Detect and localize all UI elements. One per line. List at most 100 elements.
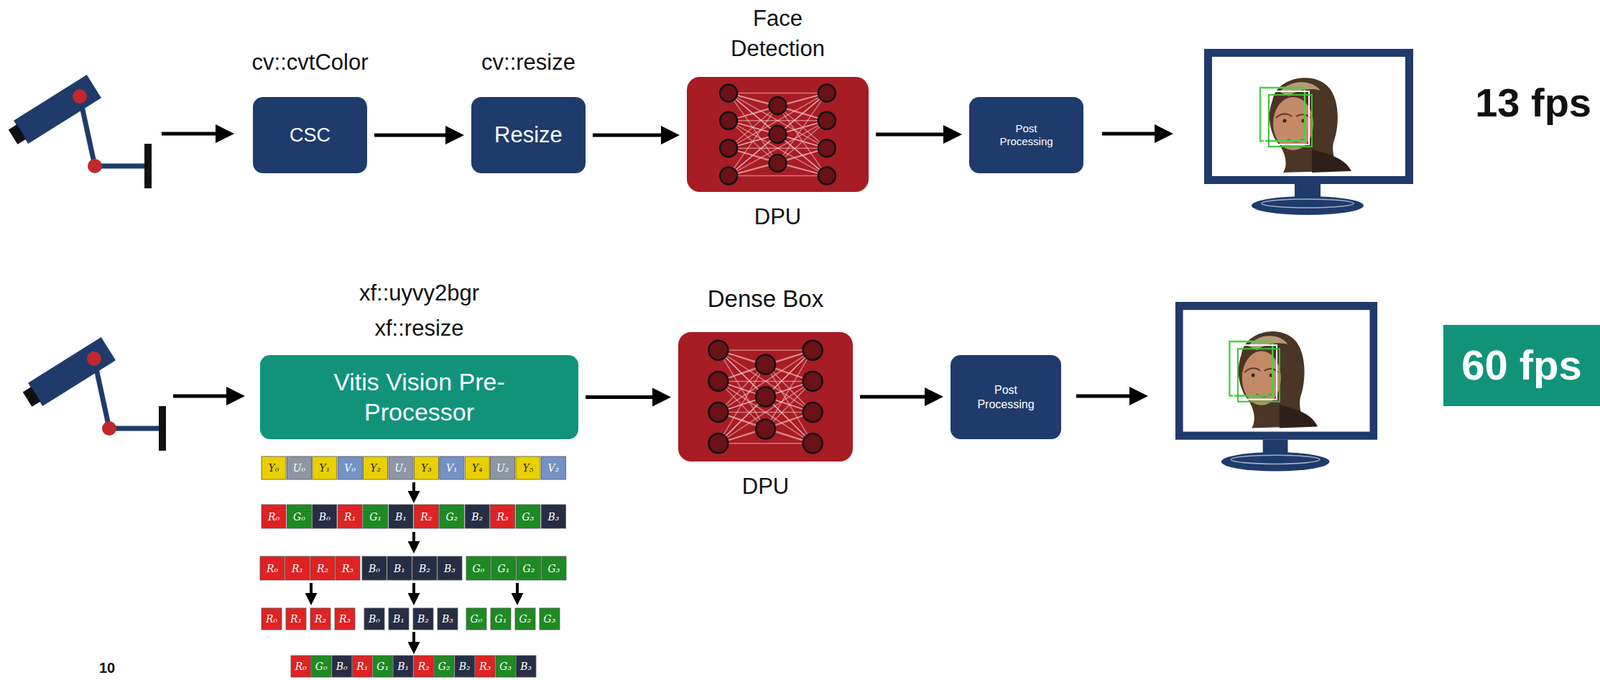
pixel-cell xyxy=(466,556,491,580)
heading-group: Face Detection xyxy=(714,3,841,64)
camera-icon xyxy=(5,74,152,189)
down-arrow xyxy=(412,482,416,491)
neuron xyxy=(708,340,728,360)
cell-label: R₃ xyxy=(335,556,360,580)
pixel-cell xyxy=(490,456,516,480)
neuron xyxy=(803,371,823,391)
pixel-cell xyxy=(437,607,458,630)
cell-label: R₂ xyxy=(310,556,335,580)
pixel-cell xyxy=(311,655,332,677)
pixel-cell xyxy=(413,655,434,677)
cell-label: B₃ xyxy=(437,607,458,630)
pixel-cell xyxy=(490,607,511,630)
connector-arrow xyxy=(859,395,925,399)
pixel-cell xyxy=(388,456,414,480)
pixel-cell xyxy=(454,655,475,677)
neuron xyxy=(769,96,787,115)
cell-label: B₃ xyxy=(437,556,462,580)
pixel-cell xyxy=(290,655,312,677)
network-link xyxy=(718,442,813,445)
box-label: Post Processing xyxy=(990,122,1063,149)
cell-label: R₁ xyxy=(352,655,373,677)
heading-group: cv::resize xyxy=(481,48,576,76)
arrow xyxy=(1102,132,1155,136)
neuron xyxy=(708,433,728,453)
dpu-box: Face DetectionDPU xyxy=(686,76,869,192)
cell-label: B₂ xyxy=(413,607,434,630)
box-label-area: Vitis Vision Pre-Processor xyxy=(260,354,579,439)
pixel-cell xyxy=(285,607,307,630)
network-link xyxy=(728,92,827,149)
neuron xyxy=(803,340,823,360)
neuron xyxy=(755,419,776,439)
arrow xyxy=(1076,394,1130,399)
network-link xyxy=(718,380,813,412)
cell-label: B₂ xyxy=(464,504,490,529)
cell-label: G₁ xyxy=(372,655,393,677)
down-arrow xyxy=(515,582,519,593)
network-link xyxy=(728,148,827,176)
cell-label: B₀ xyxy=(331,655,353,677)
neuron xyxy=(755,354,776,375)
network-link xyxy=(718,349,813,351)
cell-label: Y₁ xyxy=(312,456,337,480)
pixel-cell xyxy=(539,607,560,630)
network-link xyxy=(718,349,813,412)
camera-icon xyxy=(20,336,166,451)
fps-badge: 60 fps xyxy=(1443,324,1600,406)
box-label: Vitis Vision Pre-Processor xyxy=(290,367,549,427)
neuron xyxy=(708,402,728,422)
cell-label: Y₀ xyxy=(261,456,286,480)
process-box: Post Processing xyxy=(950,354,1062,439)
network-link xyxy=(728,120,827,177)
cell-label: U₁ xyxy=(388,456,414,480)
pixel-cell xyxy=(310,556,335,580)
pixel-cell xyxy=(412,556,437,580)
cell-label: Y₅ xyxy=(515,456,541,480)
network-link xyxy=(718,412,813,444)
pixel-cell xyxy=(515,456,541,480)
cell-label: R₂ xyxy=(310,607,331,630)
cell-label: R₁ xyxy=(285,607,307,630)
cell-label: G₂ xyxy=(439,504,465,529)
pixel-cell xyxy=(413,607,434,630)
cell-label: Y₂ xyxy=(363,456,388,480)
cell-label: G₂ xyxy=(434,655,455,677)
box-heading: xf::uyvy2bgr xyxy=(359,275,480,312)
cell-label: B₁ xyxy=(393,655,414,677)
cell-label: G₁ xyxy=(363,504,388,529)
preprocessor-box: xf::uyvy2bgrxf::resizeVitis Vision Pre-P… xyxy=(260,354,579,439)
neuron xyxy=(818,167,836,185)
cell-label: G₂ xyxy=(516,556,541,580)
cell-label: G₀ xyxy=(466,607,487,630)
cell-label: B₀ xyxy=(312,504,337,529)
cell-label: U₂ xyxy=(490,456,516,480)
box-label-area: Resize xyxy=(471,96,586,174)
pixel-cell xyxy=(540,504,566,529)
arrow xyxy=(173,394,227,399)
down-arrow xyxy=(412,531,416,541)
pixel-cell xyxy=(434,655,455,677)
neuron xyxy=(818,84,836,102)
pixel-cell xyxy=(495,655,516,677)
monitor-icon xyxy=(1175,301,1378,472)
heading-group: cv::cvtColor xyxy=(252,48,369,76)
process-box: Post Processing xyxy=(969,96,1084,174)
pixel-cell xyxy=(286,504,312,529)
network-link xyxy=(718,380,813,443)
pixel-cell xyxy=(439,456,465,480)
pixel-cell xyxy=(464,504,490,529)
pixel-cell xyxy=(413,456,439,480)
pixel-cell xyxy=(261,504,286,529)
cell-label: G₂ xyxy=(515,607,536,630)
pixel-cell xyxy=(334,607,355,630)
box-caption: DPU xyxy=(754,203,802,230)
neuron xyxy=(818,112,836,130)
pixel-cell xyxy=(331,655,353,677)
network-link xyxy=(728,92,827,120)
cell-label: R₃ xyxy=(490,504,516,529)
box-heading: Dense Box xyxy=(707,284,824,314)
network-link xyxy=(718,412,813,444)
pixel-cell xyxy=(516,655,537,677)
